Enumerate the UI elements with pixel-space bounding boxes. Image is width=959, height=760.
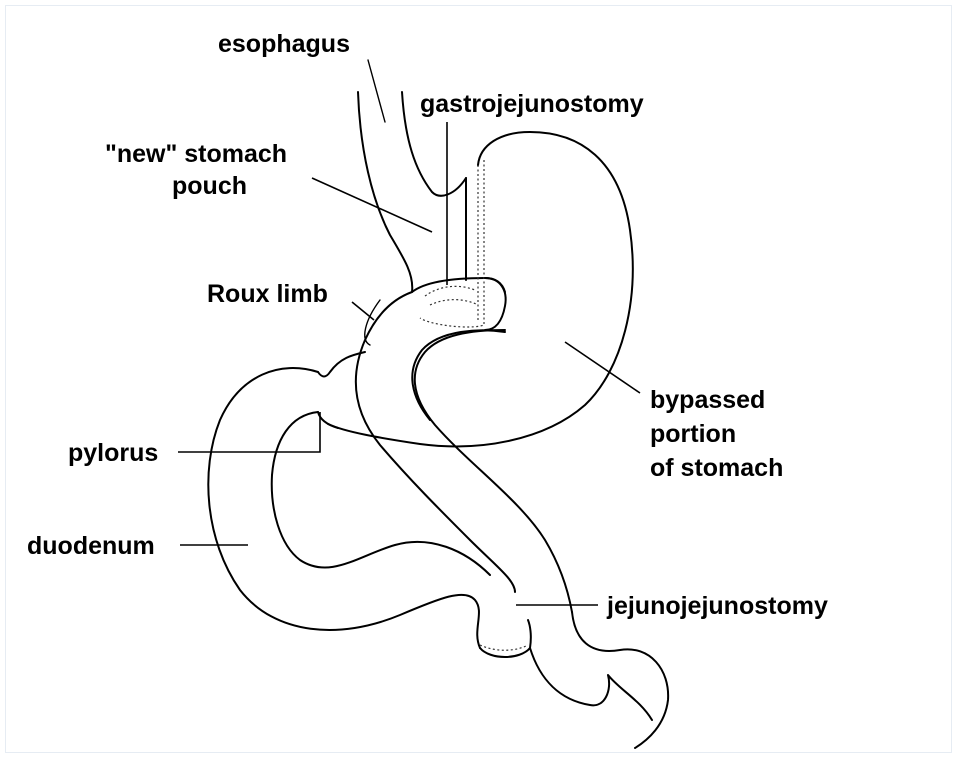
label-duodenum: duodenum xyxy=(27,532,155,560)
distal-jejunum-upper xyxy=(572,612,668,748)
label-pylorus: pylorus xyxy=(68,439,158,467)
roux-limb-outer xyxy=(356,292,515,592)
label-new-stomach-line2: pouch xyxy=(172,172,247,200)
jejunojejunostomy-staples xyxy=(480,645,528,650)
pouch-staple-line xyxy=(420,160,484,327)
jejunojejunostomy-junction xyxy=(480,620,531,657)
label-bypassed-line1: bypassed xyxy=(650,386,765,414)
label-new-stomach-line1: "new" stomach xyxy=(105,140,287,168)
esophagus-fold xyxy=(368,60,385,122)
label-roux-limb: Roux limb xyxy=(207,280,328,308)
label-bypassed-line2: portion xyxy=(650,420,736,448)
leader-roux-limb xyxy=(352,302,374,320)
distal-jejunum-lower xyxy=(530,648,652,720)
roux-limb-inner xyxy=(415,330,572,612)
label-esophagus: esophagus xyxy=(218,30,350,58)
label-jejunojejunostomy: jejunojejunostomy xyxy=(606,592,828,620)
roux-limb-fold xyxy=(365,300,380,345)
new-stomach-pouch-outline xyxy=(412,178,505,292)
duodenum-inner xyxy=(272,412,490,575)
label-bypassed-line3: of stomach xyxy=(650,454,783,482)
bypassed-stomach-outline xyxy=(328,132,633,446)
pouch-inner-dots xyxy=(425,286,476,305)
gastrojejunostomy-stub xyxy=(485,278,506,330)
label-gastrojejunostomy: gastrojejunostomy xyxy=(420,90,644,118)
bypassed-stomach-inner-curve xyxy=(412,330,505,420)
